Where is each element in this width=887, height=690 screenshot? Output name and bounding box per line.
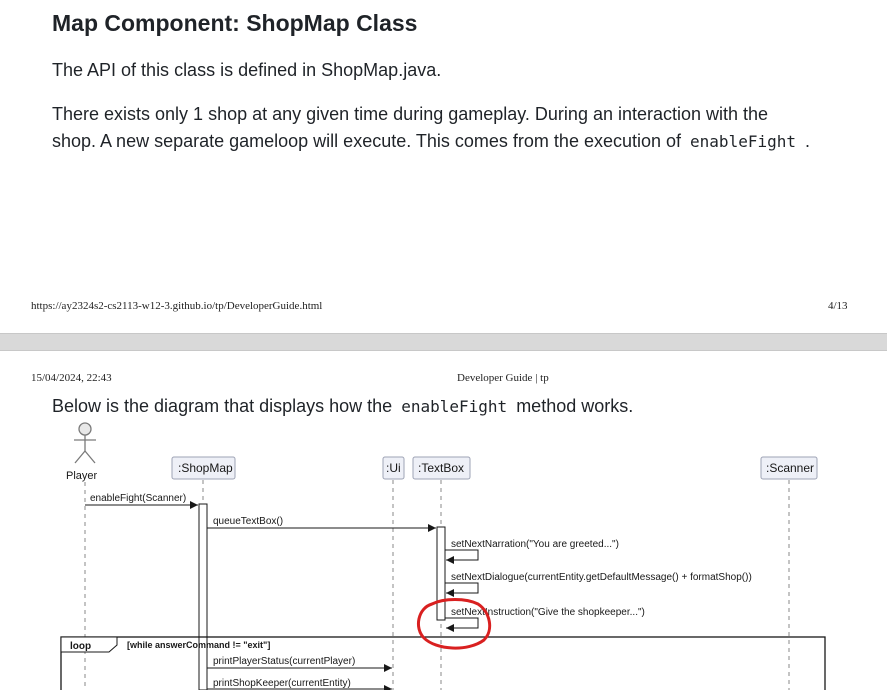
participant-shopmap-label: :ShopMap — [178, 461, 233, 475]
participant-scanner: :Scanner — [760, 456, 818, 480]
message-queuetextbox: queueTextBox() — [207, 516, 436, 532]
diagram-intro-after: method works. — [516, 396, 634, 416]
actor-player-icon — [74, 422, 96, 464]
message-setnextinstruction — [445, 617, 479, 632]
loop-frame — [60, 636, 826, 690]
section-heading: Map Component: ShopMap Class — [52, 10, 418, 36]
pdf-page-4: Map Component: ShopMap Class The API of … — [0, 0, 887, 333]
header-date: 15/04/2024, 22:43 — [31, 372, 112, 384]
shop-paragraph-end: . — [805, 131, 811, 151]
participant-textbox-label: :TextBox — [418, 461, 464, 475]
enablefight-code-2: enableFight — [401, 397, 508, 416]
participant-textbox: :TextBox — [412, 456, 471, 480]
actor-label: Player — [66, 470, 98, 482]
message-setnextdialogue — [445, 582, 479, 597]
message-enablefight-label: enableFight(Scanner) — [90, 493, 186, 504]
message-printshopkeeper-label: printShopKeeper(currentEntity) — [213, 678, 351, 689]
enablefight-code: enableFight — [690, 132, 796, 151]
pdf-page-5: 15/04/2024, 22:43 Developer Guide | tp B… — [0, 351, 887, 690]
message-printshopkeeper: printShopKeeper(currentEntity) — [207, 678, 392, 690]
shop-paragraph: There exists only 1 shop at any given ti… — [52, 101, 852, 155]
header-title: Developer Guide | tp — [457, 372, 549, 384]
message-setnextnarration — [445, 549, 479, 564]
shop-paragraph-line2: shop. A new separate gameloop will execu… — [52, 131, 682, 151]
loop-label: loop — [70, 641, 91, 652]
footer-page-number: 4/13 — [828, 300, 848, 312]
diagram-intro: Below is the diagram that displays how t… — [52, 393, 852, 420]
participant-scanner-label: :Scanner — [766, 461, 814, 475]
red-circle-annotation — [416, 598, 492, 650]
textbox-activation — [436, 526, 446, 621]
participant-ui: :Ui — [382, 456, 405, 480]
message-setnextinstruction-label: setNextInstruction("Give the shopkeeper.… — [451, 607, 645, 618]
page-separator — [0, 333, 887, 351]
message-printplayerstatus: printPlayerStatus(currentPlayer) — [207, 656, 392, 672]
loop-guard: [while answerCommand != "exit"] — [127, 640, 270, 650]
message-setnextdialogue-label: setNextDialogue(currentEntity.getDefault… — [451, 572, 752, 583]
participant-ui-label: :Ui — [386, 461, 401, 475]
message-setnextnarration-label: setNextNarration("You are greeted...") — [451, 539, 619, 550]
diagram-intro-before: Below is the diagram that displays how t… — [52, 396, 393, 416]
message-printplayerstatus-label: printPlayerStatus(currentPlayer) — [213, 656, 355, 667]
api-paragraph: The API of this class is defined in Shop… — [52, 60, 442, 80]
message-queuetextbox-label: queueTextBox() — [213, 516, 283, 527]
shop-paragraph-line1: There exists only 1 shop at any given ti… — [52, 104, 769, 124]
shopmap-activation — [198, 503, 208, 690]
participant-shopmap: :ShopMap — [171, 456, 236, 480]
message-enablefight: enableFight(Scanner) — [85, 493, 198, 509]
footer-url: https://ay2324s2-cs2113-w12-3.github.io/… — [31, 300, 323, 312]
